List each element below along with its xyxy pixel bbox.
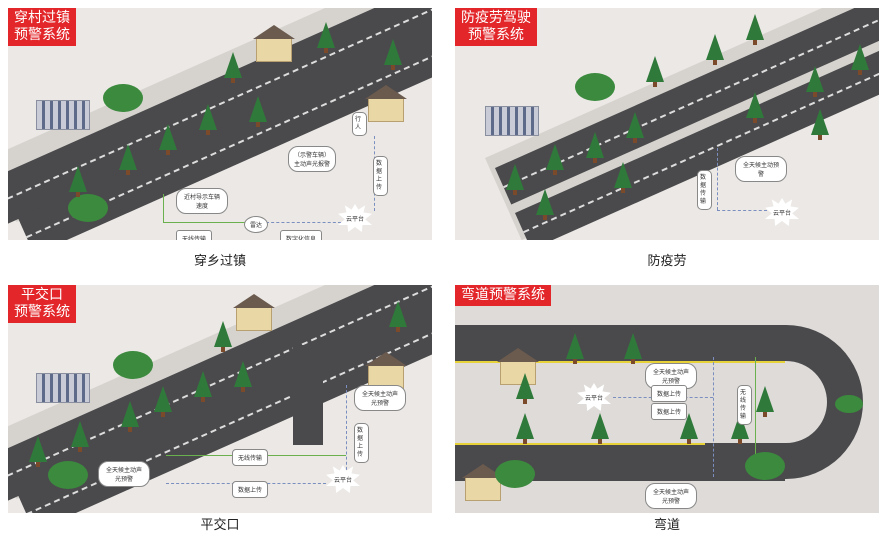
speed-bubble: 近村导示车辆速度 — [176, 188, 228, 214]
tree — [835, 395, 863, 413]
caption: 平交口 — [200, 518, 240, 533]
tree — [575, 73, 615, 101]
cross-road — [293, 345, 323, 445]
panel-fatigue-warning: 防疫劳驾驶预警系统 全天候主动预警 数据传输 云平台 — [455, 8, 879, 240]
alert-bubble-left: 全天候主动声光预警 — [98, 461, 150, 487]
caption: 防疫劳 — [647, 254, 687, 269]
upload-label-2: 数据上传 — [651, 403, 688, 420]
cloud-platform-icon: 云平台 — [577, 383, 611, 411]
alert-bubble: （示警车辆） 主动声光报警 — [288, 146, 337, 172]
tree — [495, 460, 535, 488]
digital-label: 数字化信息 — [280, 230, 323, 240]
panel-title: 弯道预警系统 — [455, 285, 551, 306]
connector — [713, 357, 714, 477]
wireless-label: 无线传输 — [232, 449, 269, 466]
upload-label: 数据上传 — [373, 156, 388, 196]
caption: 穿乡过镇 — [193, 254, 246, 269]
pedestrian-label: 行人 — [352, 112, 367, 136]
alert-bubble-right: 全天候主动声光预警 — [354, 385, 406, 411]
upload-label: 数据上传 — [354, 423, 369, 463]
connector — [163, 194, 164, 222]
data-upload-label: 数据上传 — [232, 481, 269, 498]
house — [253, 25, 295, 62]
cloud-platform-icon: 云平台 — [765, 198, 799, 226]
caption: 弯道 — [653, 518, 680, 533]
tree — [103, 84, 143, 112]
upload-label: 数据传输 — [697, 170, 712, 210]
connector — [346, 385, 347, 475]
wireless-label: 无线传输 — [176, 230, 213, 240]
cloud-platform-icon: 云平台 — [326, 465, 360, 493]
tree — [745, 452, 785, 480]
building — [36, 373, 90, 403]
connector — [717, 210, 767, 211]
connector — [755, 357, 756, 477]
upload-label-1: 数据上传 — [651, 385, 688, 402]
building — [485, 106, 539, 136]
tree — [48, 461, 88, 489]
connector — [163, 222, 248, 223]
alert-bubble-bottom: 全天候主动声光预警 — [645, 483, 697, 509]
connector — [717, 148, 718, 210]
wireless-label: 无线传输 — [737, 385, 752, 425]
house — [365, 85, 407, 122]
house — [462, 464, 504, 501]
house — [233, 294, 275, 331]
panel-intersection-warning: 平交口预警系统 全天候主动声光预警 全天候主动声光预警 数据上传 无线传输 数据… — [8, 285, 432, 513]
panel-title: 防疫劳驾驶预警系统 — [455, 8, 537, 46]
panel-curve-warning: 弯道预警系统 全天候主动声光预警 全天候主动声光预警 数据上传 数据上传 无线传… — [455, 285, 879, 513]
building — [36, 100, 90, 130]
cloud-platform-icon: 云平台 — [338, 204, 372, 232]
panel-village-warning: 穿村过镇预警系统 行人 （示警车辆） 主动声光报警 数据上传 近村导示车辆速度 … — [8, 8, 432, 240]
connector — [266, 222, 341, 223]
alert-bubble: 全天候主动预警 — [735, 156, 787, 182]
panel-title: 穿村过镇预警系统 — [8, 8, 76, 46]
tree — [113, 351, 153, 379]
radar-label: 雷达 — [244, 216, 269, 233]
panel-title: 平交口预警系统 — [8, 285, 76, 323]
tree — [68, 194, 108, 222]
